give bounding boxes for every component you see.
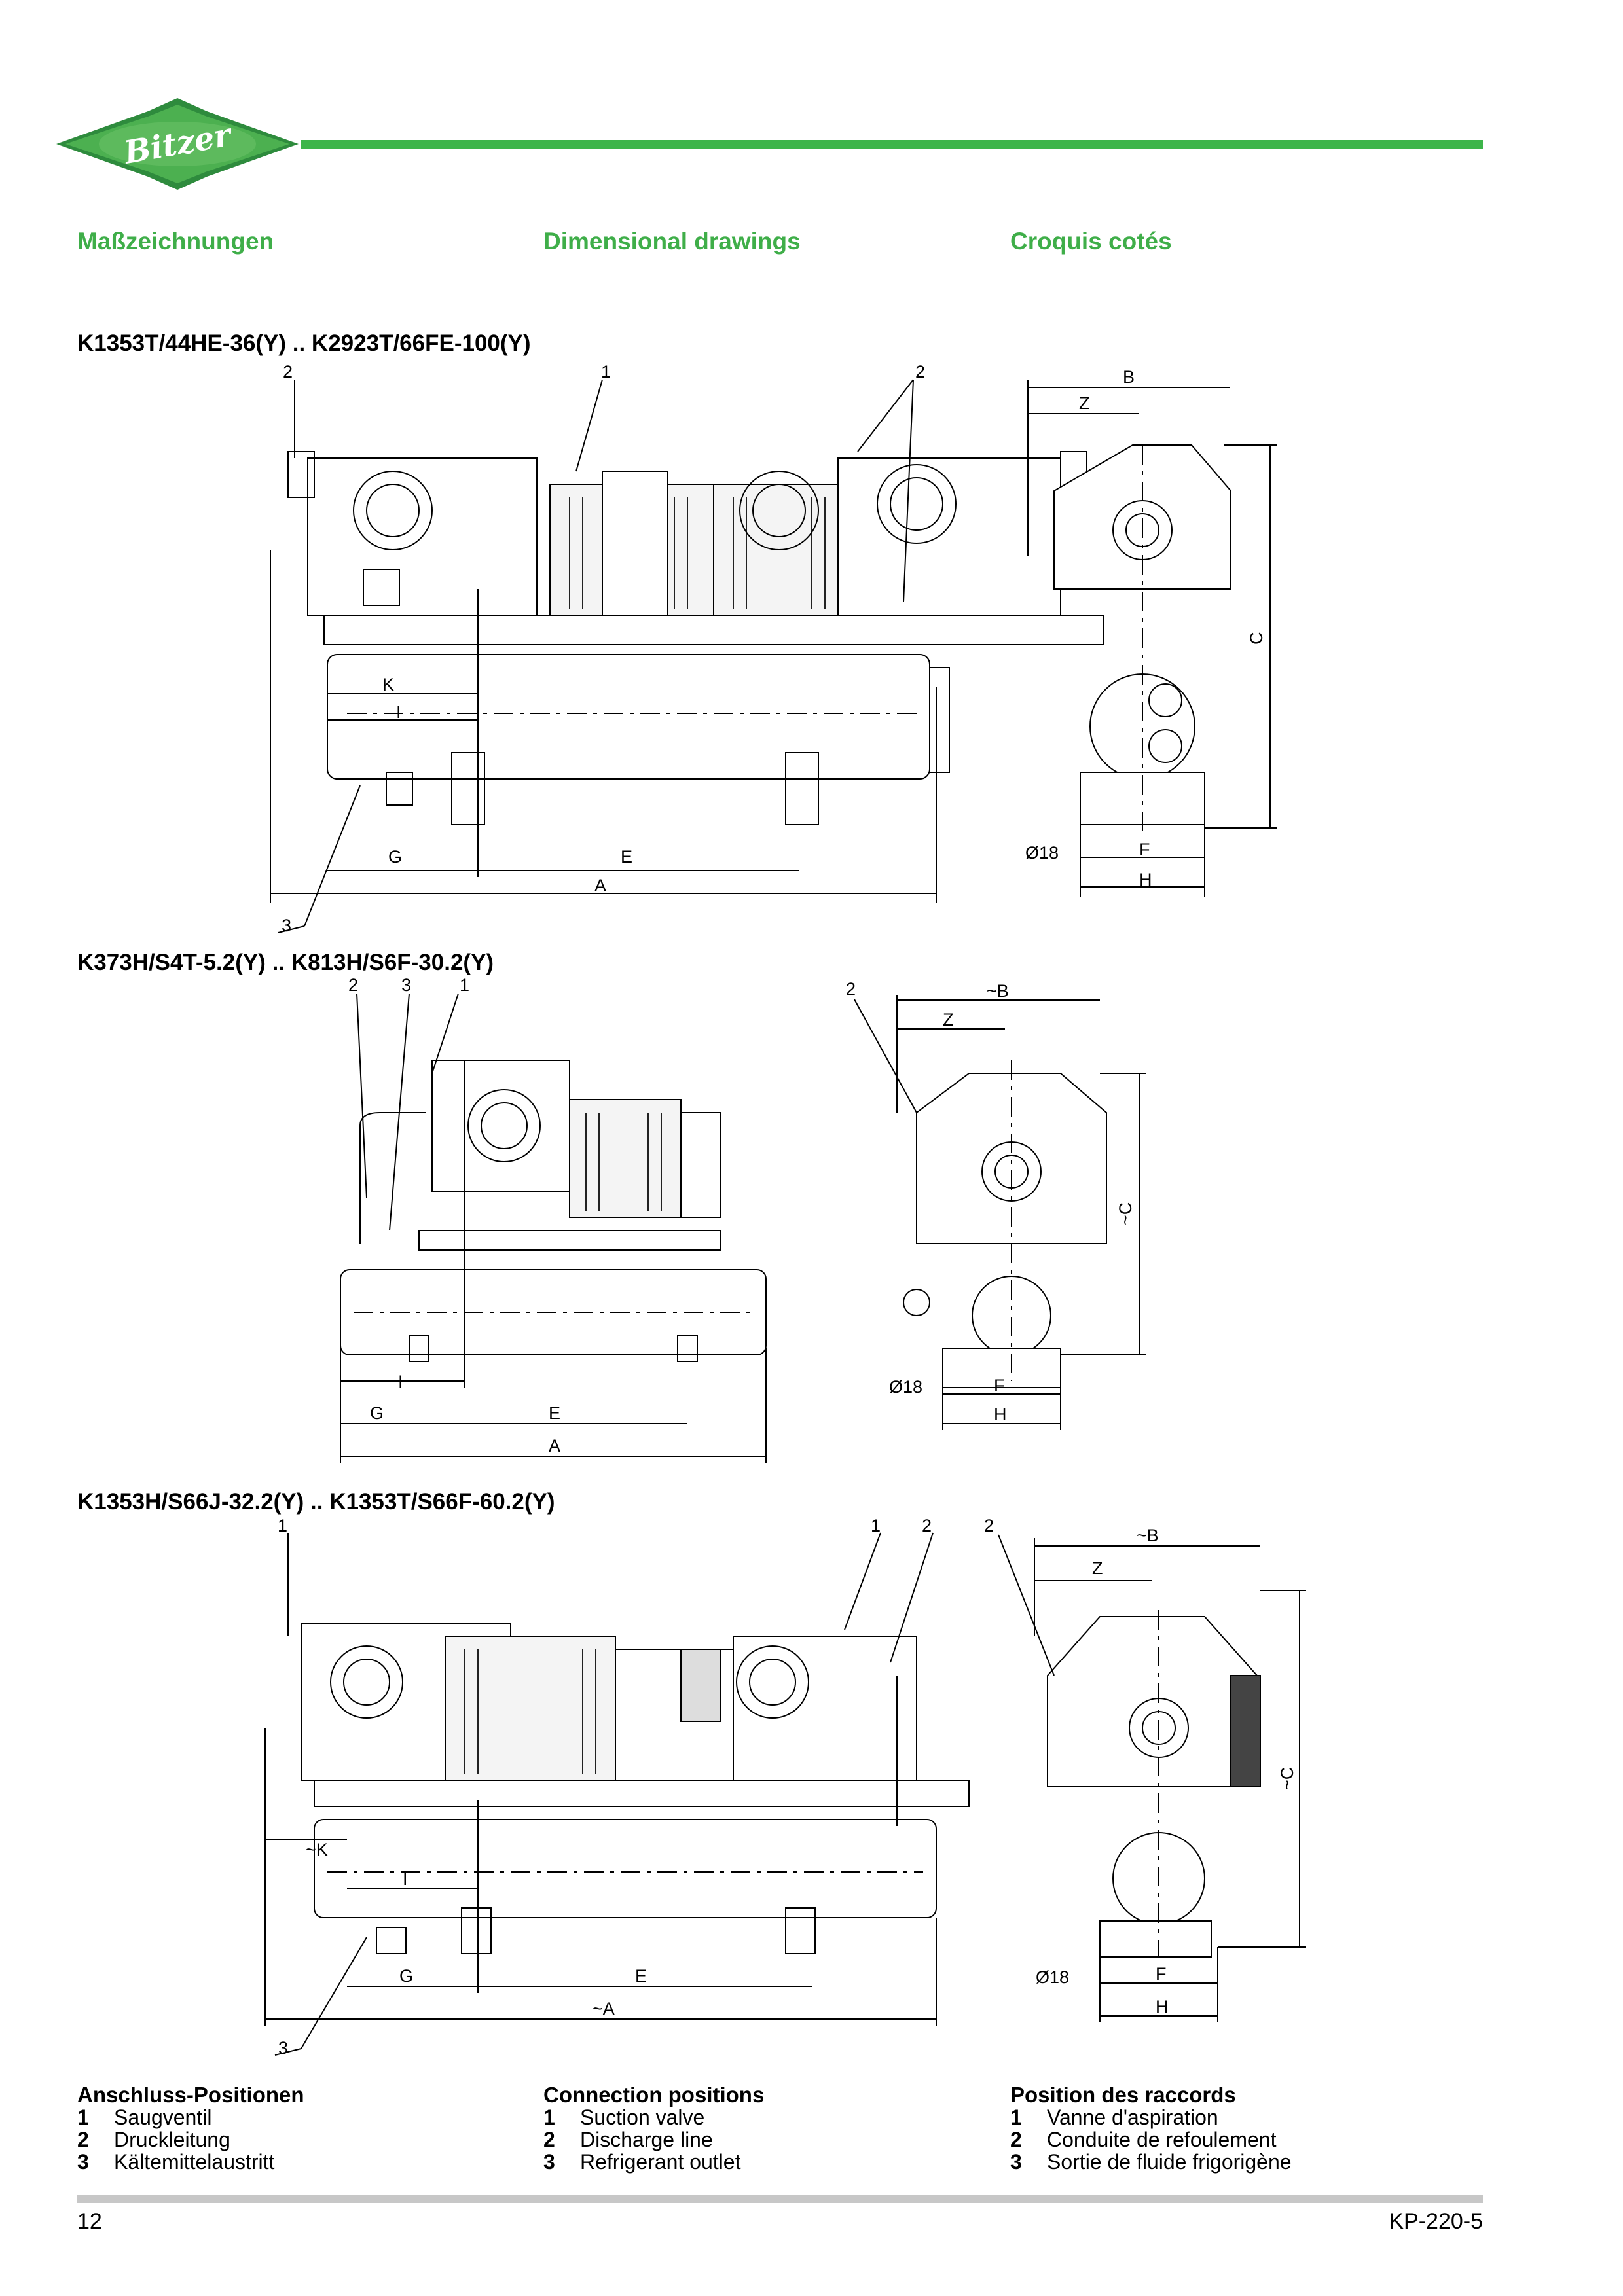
document-code: KP-220-5	[1389, 2209, 1483, 2234]
drawing-1-front-view	[270, 379, 1104, 933]
callout-d3-side-2: 2	[984, 1516, 994, 1535]
dim-d2-e: E	[549, 1403, 560, 1423]
callout-d2-3: 3	[401, 975, 411, 995]
dim-d2-f: F	[994, 1376, 1005, 1395]
callout-d3-1b: 1	[871, 1516, 881, 1535]
footer-bar	[77, 2195, 1483, 2203]
section-title-fr: Croquis cotés	[1010, 228, 1172, 255]
drawing-2-front-view	[340, 993, 767, 1463]
section-title-de: Maßzeichnungen	[77, 228, 274, 255]
dim-d3-z: Z	[1092, 1558, 1103, 1578]
dim-d1-b: B	[1123, 367, 1135, 387]
drawing-3-front-view	[264, 1532, 970, 2056]
page-number: 12	[77, 2209, 102, 2234]
dim-d1-k: K	[382, 675, 394, 694]
dim-d2-c: ~C	[1116, 1202, 1135, 1225]
legend-heading-de: Anschluss-Positionen	[77, 2083, 304, 2107]
header-green-bar	[301, 140, 1483, 149]
callout-d1-3: 3	[282, 916, 291, 935]
dim-d1-a: A	[594, 876, 606, 895]
section-title-en: Dimensional drawings	[543, 228, 801, 255]
dim-d2-z: Z	[943, 1010, 954, 1030]
dim-d2-h: H	[994, 1405, 1007, 1424]
dim-d1-g: G	[388, 847, 402, 867]
dim-d3-g: G	[399, 1966, 413, 1986]
callout-d3-1a: 1	[278, 1516, 287, 1535]
dim-d2-i: I	[398, 1372, 403, 1391]
callout-d1-2b: 2	[915, 362, 925, 382]
dim-d1-h: H	[1139, 870, 1152, 889]
dim-d1-dia: Ø18	[1025, 843, 1059, 863]
dim-d1-f: F	[1139, 840, 1150, 859]
dim-d3-a: ~A	[593, 1999, 615, 2018]
dim-d2-a: A	[549, 1436, 560, 1456]
dim-d2-g: G	[370, 1403, 384, 1423]
dim-d3-k: ~K	[306, 1840, 328, 1859]
dim-d2-dia: Ø18	[889, 1377, 922, 1397]
dim-d1-e: E	[621, 847, 632, 867]
dim-d1-z: Z	[1079, 393, 1090, 413]
drawing-3-side-view	[998, 1534, 1306, 2022]
callout-d2-side-2: 2	[846, 979, 856, 999]
model-title-3: K1353H/S66J-32.2(Y) .. K1353T/S66F-60.2(…	[77, 1489, 555, 1515]
dim-d1-c: C	[1247, 632, 1266, 645]
callout-d2-1: 1	[460, 975, 469, 995]
dim-d3-h: H	[1156, 1997, 1169, 2017]
dim-d3-e: E	[635, 1966, 647, 1986]
dim-d2-b: ~B	[987, 981, 1009, 1001]
dim-d3-dia: Ø18	[1036, 1967, 1069, 1987]
model-title-1: K1353T/44HE-36(Y) .. K2923T/66FE-100(Y)	[77, 331, 531, 356]
model-title-2: K373H/S4T-5.2(Y) .. K813H/S6F-30.2(Y)	[77, 950, 494, 975]
drawing-2-side-view	[854, 995, 1146, 1430]
bitzer-logo: Bitzer	[56, 98, 299, 190]
drawing-1-side-view	[1027, 380, 1277, 897]
dim-d3-b: ~B	[1137, 1526, 1159, 1545]
callout-d1-1: 1	[601, 362, 611, 382]
dim-d3-f: F	[1156, 1964, 1167, 1984]
dim-d1-i: I	[396, 702, 401, 722]
dim-d3-i: I	[403, 1869, 408, 1889]
callout-d3-3: 3	[278, 2038, 288, 2058]
legend-heading-fr: Position des raccords	[1010, 2083, 1236, 2107]
callout-d3-2: 2	[922, 1516, 932, 1535]
callout-d2-2: 2	[348, 975, 358, 995]
dim-d3-c: ~C	[1277, 1767, 1297, 1790]
callout-d1-2a: 2	[283, 362, 293, 382]
legend-heading-en: Connection positions	[543, 2083, 765, 2107]
